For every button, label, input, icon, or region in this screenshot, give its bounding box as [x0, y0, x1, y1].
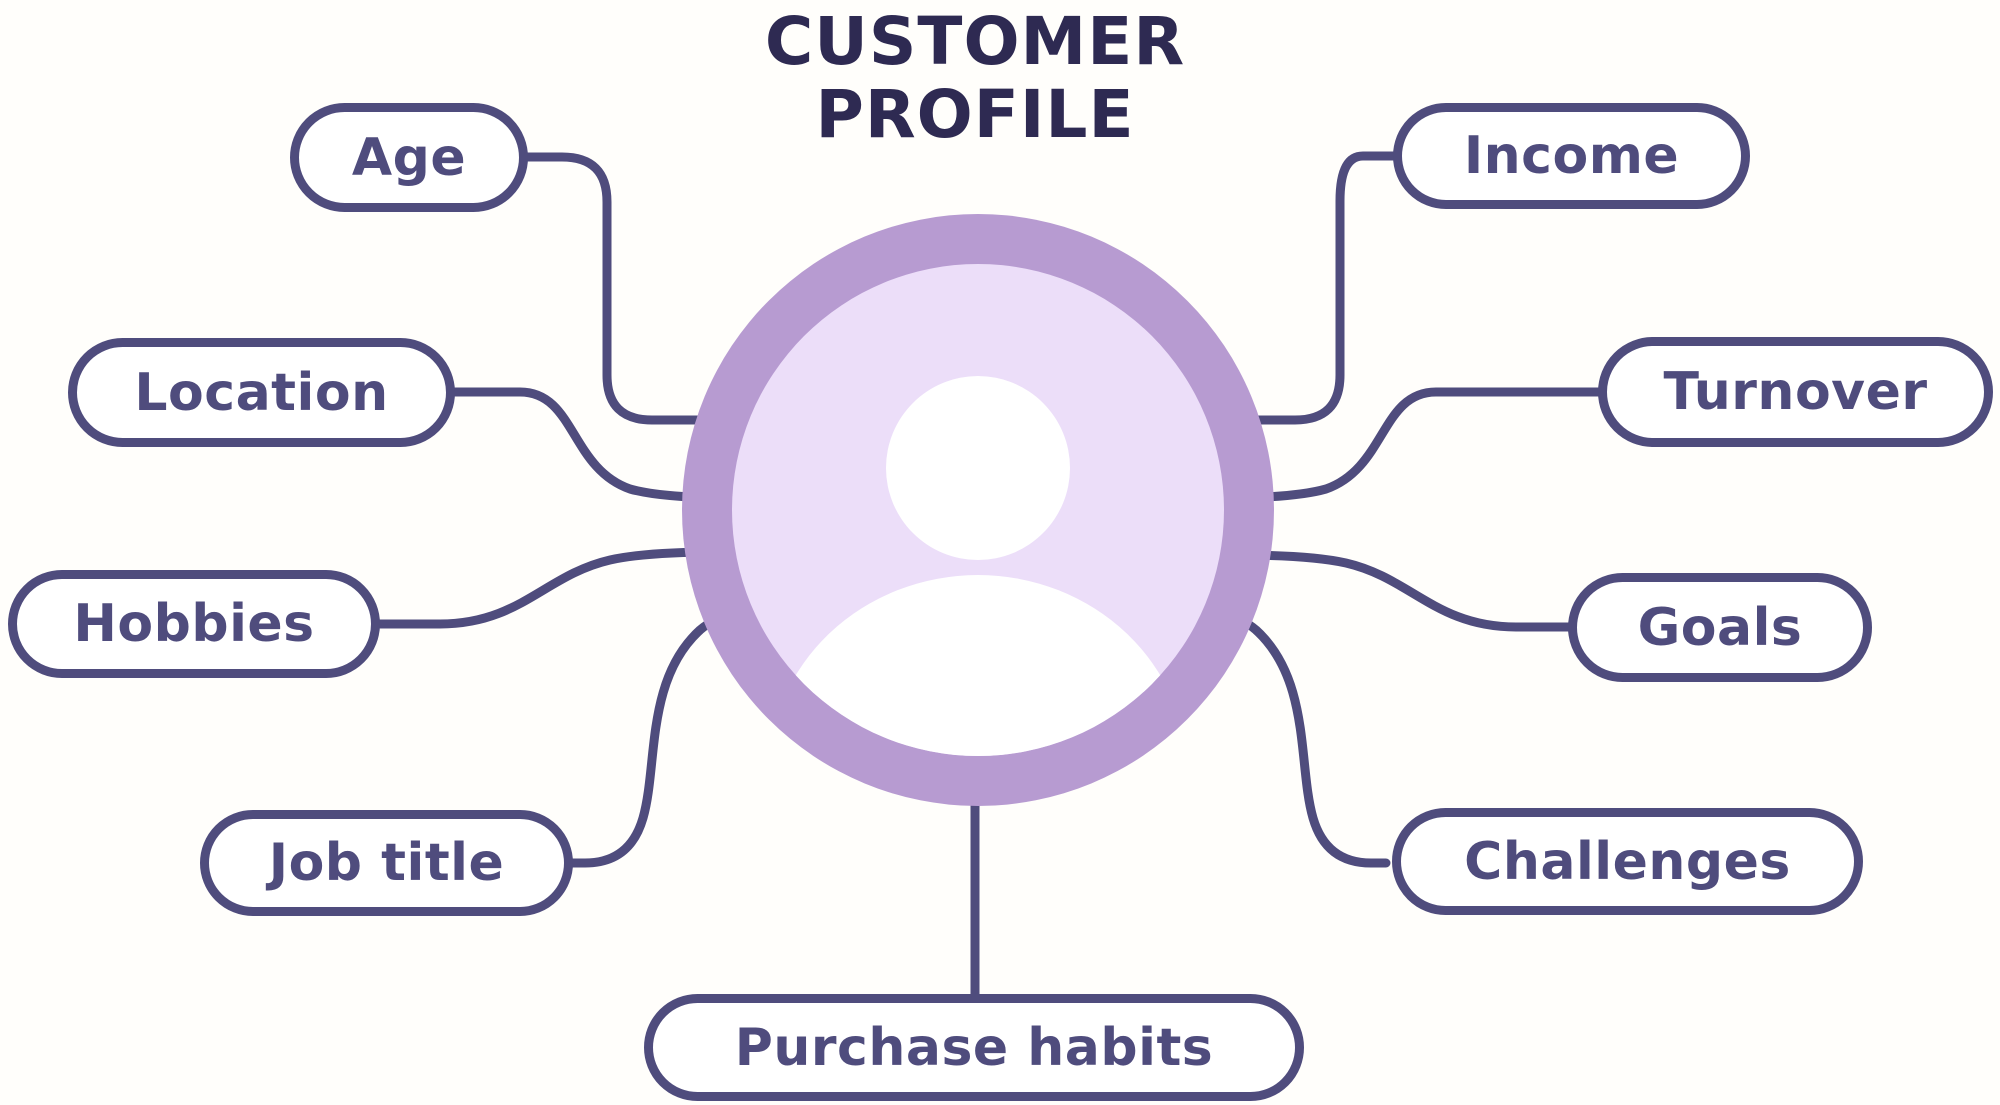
- node-income: Income: [1393, 103, 1750, 209]
- node-job-title-label: Job title: [268, 833, 505, 893]
- node-turnover: Turnover: [1598, 337, 1993, 447]
- node-purchase-habits-label: Purchase habits: [734, 1017, 1214, 1078]
- node-goals: Goals: [1568, 573, 1872, 682]
- node-purchase-habits: Purchase habits: [644, 994, 1304, 1101]
- node-hobbies-label: Hobbies: [73, 594, 315, 654]
- node-age: Age: [290, 103, 528, 212]
- connector-income: [1211, 151, 1400, 425]
- node-age-label: Age: [351, 127, 467, 188]
- node-income-label: Income: [1463, 126, 1680, 186]
- connector-hobbies: [372, 547, 725, 629]
- node-challenges-label: Challenges: [1464, 831, 1791, 892]
- node-goals-label: Goals: [1637, 597, 1803, 658]
- node-location: Location: [68, 338, 455, 447]
- title-line-1: CUSTOMER: [764, 3, 1186, 80]
- customer-avatar-badge: [682, 214, 1274, 806]
- person-avatar-icon: [768, 376, 1188, 756]
- node-challenges: Challenges: [1392, 808, 1863, 915]
- page-title: CUSTOMER PROFILE: [764, 3, 1186, 153]
- connector-age: [522, 152, 745, 425]
- node-job-title: Job title: [200, 810, 573, 916]
- connector-goals: [1231, 550, 1575, 632]
- title-line-2: PROFILE: [815, 75, 1135, 153]
- node-turnover-label: Turnover: [1663, 362, 1928, 422]
- connector-turnover: [1231, 387, 1605, 503]
- node-location-label: Location: [134, 362, 389, 423]
- node-hobbies: Hobbies: [8, 570, 380, 678]
- connector-location: [447, 387, 725, 503]
